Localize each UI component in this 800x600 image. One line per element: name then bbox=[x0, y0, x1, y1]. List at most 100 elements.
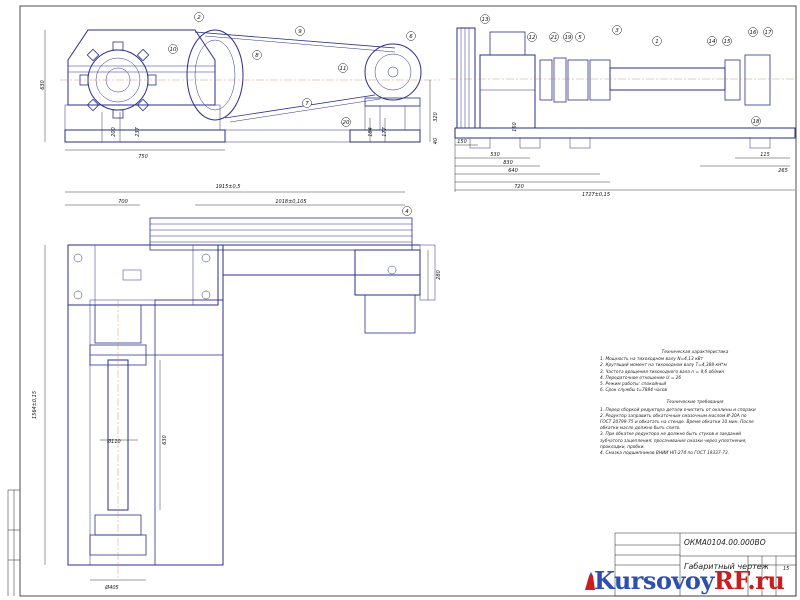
callout-circle bbox=[748, 27, 758, 37]
dimension-side-label: 1727±0,15 bbox=[582, 192, 610, 198]
dimension-front-label: 237 bbox=[135, 126, 141, 136]
dimension-plan_inner-label: 630 bbox=[162, 435, 168, 445]
dimension-side-label: 160 bbox=[512, 122, 518, 132]
front-belt-upper bbox=[194, 31, 396, 49]
callout-front-label: 8 bbox=[255, 53, 259, 59]
callout-side-label: 17 bbox=[765, 30, 772, 36]
drawing-title: Габаритный чертеж bbox=[684, 562, 769, 571]
callout-side-label: 14 bbox=[709, 39, 716, 45]
callout-circle bbox=[295, 26, 305, 36]
callout-side-label: 15 bbox=[724, 39, 731, 45]
callout-circle bbox=[402, 206, 412, 216]
callout-side-label: 21 bbox=[551, 35, 558, 41]
dimension-side-label: 830 bbox=[503, 160, 513, 166]
requirements-list: 1. Перед сборкой редуктора детали очисти… bbox=[600, 408, 790, 458]
dimension-front-label: 40 bbox=[433, 138, 439, 144]
callout-front-label: 11 bbox=[340, 66, 347, 72]
specs-line: 6. Срок службы t=7884 часов bbox=[600, 388, 667, 394]
dimension-side-label: 150 bbox=[457, 139, 467, 145]
watermark-part-2: RF bbox=[713, 566, 748, 595]
dimension-front-label: 177 bbox=[382, 126, 388, 136]
callout-side-label: 1 bbox=[655, 39, 659, 45]
dimension-front-label: 750 bbox=[138, 154, 148, 160]
watermark-part-3: .ru bbox=[747, 566, 785, 595]
sheet-number: 15 bbox=[783, 566, 790, 572]
callout-circle bbox=[252, 50, 262, 60]
requirements-line: 2. Редуктор заправить обкаточным смазочн… bbox=[600, 413, 747, 419]
specs-line: 5. Режим работы: спокойный bbox=[600, 382, 667, 388]
callout-side-label: 16 bbox=[750, 30, 757, 36]
dimension-plan_bottom-label: Ø405 bbox=[104, 584, 118, 591]
callout-circle bbox=[168, 44, 178, 54]
specs-line: 1. Мощность на тихоходном валу N=4,13 кВ… bbox=[600, 357, 704, 363]
pencil-icon bbox=[585, 572, 595, 590]
watermark-logo: KursovoyRF.ru bbox=[582, 566, 798, 598]
front-base-frame bbox=[64, 129, 226, 143]
specs-line: 3. Частота вращения тихоходного вала n =… bbox=[600, 369, 725, 375]
side-view bbox=[450, 27, 796, 192]
front-large-pulley bbox=[186, 29, 244, 121]
plan-motor bbox=[354, 249, 421, 296]
requirements-line: 4. Смазка подшипников ВНИИ НП-274 по ГОС… bbox=[600, 451, 730, 457]
front-view bbox=[44, 29, 440, 151]
plan-frame bbox=[67, 244, 224, 566]
callout-front-label: 9 bbox=[298, 29, 302, 35]
notes-panel: Техническая характеристика 1. Мощность н… bbox=[600, 350, 790, 457]
callout-front-label: 2 bbox=[197, 15, 201, 21]
dimension-side-label: 530 bbox=[490, 152, 500, 158]
callout-side-label: 5 bbox=[578, 35, 582, 41]
plan-view bbox=[44, 191, 436, 581]
drawing-code: ОКМА0104.00.000ВО bbox=[684, 538, 766, 547]
requirements-line: 3. При обкатке редуктора не должно быть … bbox=[600, 432, 742, 438]
callout-circle bbox=[652, 36, 662, 46]
callout-circle bbox=[751, 116, 761, 126]
requirements-line: 1. Перед сборкой редуктора детали очисти… bbox=[600, 407, 756, 413]
dimension-front-label: 320 bbox=[433, 112, 439, 122]
callout-circle bbox=[480, 14, 490, 24]
callout-circle bbox=[341, 117, 351, 127]
callout-front-label: 20 bbox=[343, 120, 350, 126]
specs-line: 4. Передаточное отношение U = 26 bbox=[600, 375, 682, 381]
requirements-heading: Технические требования bbox=[666, 400, 724, 406]
callout-side-label: 18 bbox=[753, 119, 760, 125]
title-block bbox=[614, 532, 797, 597]
callout-circle bbox=[722, 36, 732, 46]
dimension-plan_top-label: 700 bbox=[118, 199, 128, 205]
dimension-plan_top-label: 1018±0,105 bbox=[275, 199, 306, 205]
dimension-front-label: 630 bbox=[40, 80, 46, 90]
requirements-line: ГОСТ 20799-75 и обкатать на стенде. Врем… bbox=[600, 420, 754, 426]
dimension-plan_top-label: 1915±0,5 bbox=[216, 184, 241, 190]
sheet-frame bbox=[19, 5, 797, 597]
dimension-front-label: 184 bbox=[368, 127, 374, 137]
side-gearbox bbox=[479, 54, 536, 129]
dimension-side-label: 115 bbox=[760, 152, 770, 158]
side-pulley bbox=[456, 27, 476, 129]
callout-side-label: 19 bbox=[565, 35, 572, 41]
front-gearbox-housing bbox=[67, 29, 216, 106]
requirements-line: зубчатого зацепления; просачивания смазк… bbox=[600, 438, 747, 444]
callout-side-label: 3 bbox=[615, 28, 619, 34]
requirements-line: обкатки масло должно быть слито. bbox=[600, 426, 681, 432]
specs-line: 2. Крутящий момент на тихоходном валу T=… bbox=[600, 363, 727, 369]
callout-plan-label: 4 bbox=[405, 209, 409, 215]
watermark-text: KursovoyRF.ru bbox=[594, 566, 785, 595]
callout-front-label: 6 bbox=[409, 34, 413, 40]
callout-front-label: 7 bbox=[305, 101, 309, 107]
callout-side-label: 12 bbox=[529, 35, 536, 41]
dimension-side-label: 265 bbox=[778, 168, 788, 174]
callout-circle bbox=[194, 12, 204, 22]
specs-heading: Техническая характеристика bbox=[661, 350, 729, 355]
dimension-side-label: 640 bbox=[508, 168, 518, 174]
callout-circle bbox=[575, 32, 585, 42]
specs-list: 1. Мощность на тихоходном валу N=4,13 кВ… bbox=[600, 357, 790, 394]
side-coupling bbox=[539, 59, 553, 101]
front-belt-lower bbox=[224, 94, 376, 119]
dimension-front-label: 200 bbox=[111, 127, 117, 137]
callout-circle bbox=[707, 36, 717, 46]
callout-front-label: 10 bbox=[170, 47, 177, 53]
side-base-frame bbox=[454, 127, 796, 139]
dimension-side-label: 720 bbox=[514, 184, 524, 190]
